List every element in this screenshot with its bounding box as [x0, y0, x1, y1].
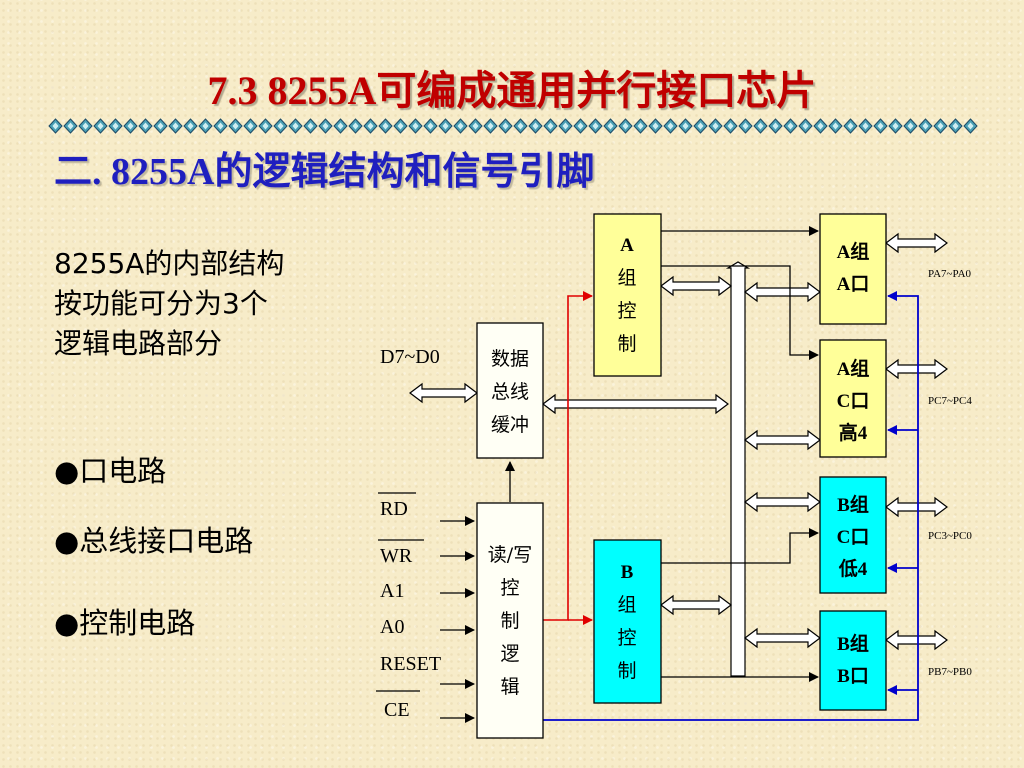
red-line-to-ctrl-a: [543, 291, 593, 621]
rw-logic-label-line: 读/写: [488, 544, 532, 566]
port-c-low-label-line: C口: [837, 527, 870, 548]
port-c-high-label-line: A组: [837, 357, 870, 380]
decorative-border: [48, 118, 978, 134]
signal-ce: CE: [384, 699, 410, 721]
data-bus-buffer-box: [476, 322, 544, 459]
bus-ctrl-a-arrow: [660, 275, 732, 297]
pin-label-pa: PA7~PA0: [928, 268, 972, 280]
port-c-low-label-line: 低4: [838, 557, 868, 580]
port-b-box: [819, 610, 887, 711]
buffer-to-bus-arrow: [542, 393, 729, 415]
buffer-label-line: 总线: [491, 381, 529, 403]
port-a-pins-arrow: [885, 232, 948, 254]
rw-control-logic-box: [476, 502, 544, 739]
pin-label-pc-high: PC7~PC4: [928, 395, 972, 407]
port-b-label-line: B口: [837, 666, 869, 687]
group-a-control-box: [593, 213, 662, 377]
bullet-control-circuit: ●控制电路: [54, 606, 196, 640]
signal-wr: WR: [380, 545, 413, 567]
rw-logic-label-line: 逻: [500, 643, 519, 665]
slide-title: 7.3 8255A可编成通用并行接口芯片: [207, 68, 817, 113]
port-c-high-box: [819, 339, 887, 458]
port-c-high-label-line: C口: [837, 391, 870, 412]
rw-logic-label-line: 制: [500, 610, 519, 632]
bus-port-b-arrow: [744, 627, 821, 649]
rw-logic-label-line: 辑: [500, 676, 519, 698]
port-c-low-box: [819, 476, 887, 594]
bullet-port-circuit: ●口电路: [54, 454, 167, 488]
intro-line: 逻辑电路部分: [54, 327, 223, 360]
pin-label-pb: PB7~PB0: [928, 666, 972, 678]
bus-port-c-high-arrow: [744, 429, 821, 451]
port-b-pins-arrow: [885, 629, 948, 651]
buffer-label-line: 缓冲: [491, 414, 529, 436]
port-a-box: [819, 213, 887, 325]
bus-port-c-low-arrow: [744, 491, 821, 513]
ctrl-a-label-line: 组: [617, 267, 636, 289]
signal-a1: A1: [380, 580, 404, 602]
pin-label-pc-low: PC3~PC0: [928, 530, 972, 542]
signal-a0: A0: [380, 616, 404, 638]
ctrl-a-label-line: 制: [617, 333, 636, 355]
bus-port-a-arrow: [744, 281, 821, 303]
port-c-low-label-line: B组: [837, 493, 869, 516]
port-c-low-pins-arrow: [885, 496, 948, 518]
signal-rd: RD: [380, 498, 408, 520]
port-c-high-label-line: 高4: [839, 421, 868, 444]
ctrl-b-label-line: 组: [617, 594, 636, 616]
blue-feedback-line: [543, 291, 919, 721]
signal-reset: RESET: [380, 653, 441, 675]
ctrl-b-label-line: 制: [617, 660, 636, 682]
data-bus-label: D7~D0: [380, 346, 440, 368]
ctrl-a-to-port-c-high: [661, 265, 819, 360]
ctrl-b-label-line: B: [621, 562, 634, 583]
intro-line: 8255A的内部结构: [54, 247, 285, 280]
bus-ctrl-b-arrow: [660, 594, 732, 616]
port-c-high-pins-arrow: [885, 358, 948, 380]
rw-logic-label-line: 控: [500, 577, 519, 599]
buffer-label-line: 数据: [491, 348, 529, 370]
ctrl-b-to-port-c-low: [661, 528, 819, 564]
ctrl-a-label-line: A: [620, 235, 634, 256]
port-b-label-line: B组: [837, 632, 869, 655]
intro-line: 按功能可分为3个: [54, 287, 268, 320]
bullet-bus-interface: ●总线接口电路: [54, 524, 254, 558]
intro-text: 8255A的内部结构 按功能可分为3个 逻辑电路部分: [54, 244, 374, 364]
port-a-label-line: A组: [837, 240, 870, 263]
section-subtitle: 二. 8255A的逻辑结构和信号引脚: [54, 151, 595, 193]
group-b-control-box: [593, 539, 662, 704]
ctrl-b-label-line: 控: [617, 627, 636, 649]
ctrl-a-label-line: 控: [617, 300, 636, 322]
port-a-label-line: A口: [837, 274, 870, 295]
data-bus-arrow: [409, 382, 478, 404]
internal-bus: [725, 261, 751, 677]
